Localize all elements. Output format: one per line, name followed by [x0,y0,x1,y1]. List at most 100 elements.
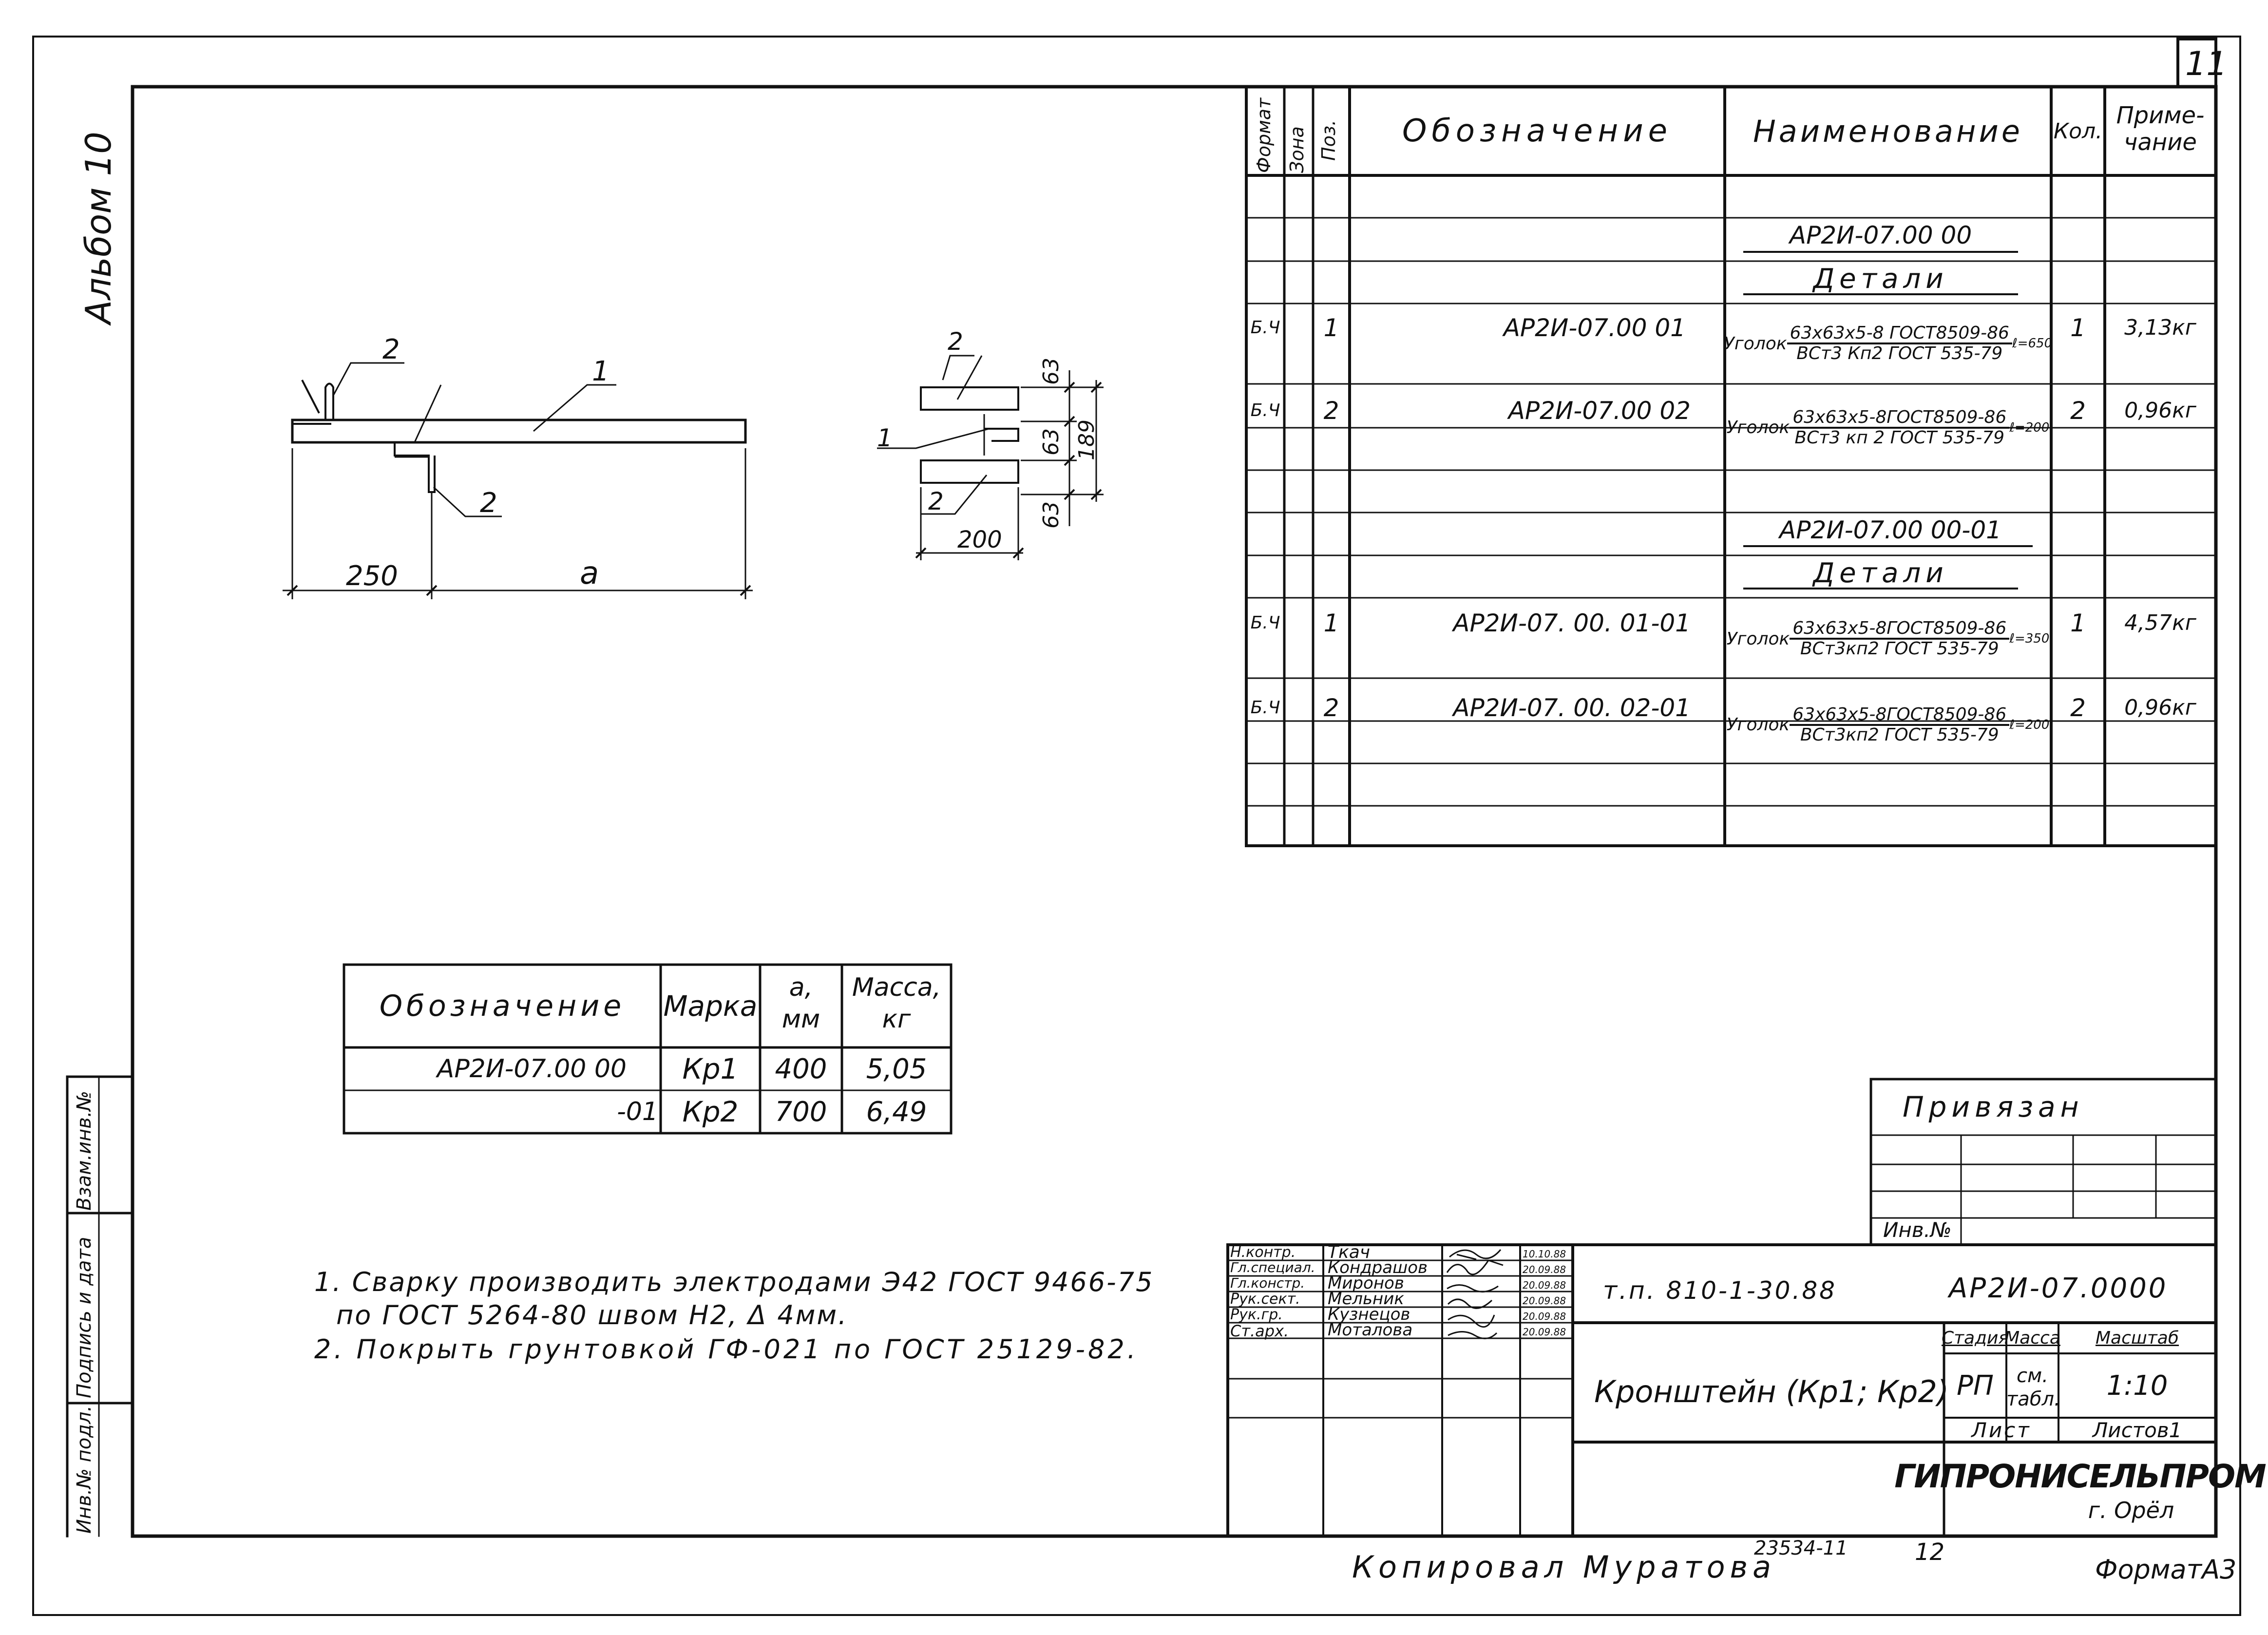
spec-row-pos: 2 [1323,396,1339,425]
side-callout-2-bottom: 2 [480,487,497,519]
tb-date: 20.09.88 [1523,1295,1566,1307]
tb-role: Н.контр. [1230,1244,1296,1261]
dim-a: a [580,555,599,591]
tb-project: т.п. 810-1-30.88 [1603,1276,1837,1305]
tb-sheets-label: Листов1 [2092,1418,2182,1442]
stamp-signature-date: Подпись и дата [73,1236,95,1398]
tb-role: Гл.специал. [1230,1259,1315,1275]
spec-row-designation: АР2И-07.00 01 [1503,313,1686,342]
tb-sheet-label: Лист [1971,1418,2031,1442]
tb-scale: 1:10 [2106,1369,2168,1402]
section-callout-1: 1 [877,424,893,452]
spec-row-qty: 2 [2070,693,2086,722]
variants-row-designation: АР2И-07.00 00 [437,1054,627,1084]
binding-title: Привязан [1903,1090,2084,1123]
spec-section-subtitle-1: Детали [1813,263,1948,295]
spec-section-title-1: АР2И-07.00 00 [1789,221,1972,249]
tb-date: 10.10.88 [1523,1248,1566,1260]
tb-col-mass: Масса [2004,1328,2060,1348]
tb-date: 20.09.88 [1523,1264,1566,1275]
dim-250: 250 [346,560,398,592]
tb-role: Ст.арх. [1230,1322,1289,1340]
tb-title: Кронштейн (Кр1; Кр2) [1594,1374,1949,1409]
note-line-3: 2. Покрыть грунтовкой ГФ-021 по ГОСТ 251… [314,1334,1139,1365]
spec-row-pos: 2 [1323,693,1339,722]
binding-inv-label: Инв.№ [1883,1218,1952,1242]
tb-name: Ткач [1328,1242,1371,1262]
spec-row-format: Б.Ч [1250,698,1280,718]
spec-header-name: Наименование [1753,113,2023,149]
spec-section-title-2: АР2И-07.00 00-01 [1779,516,2001,544]
tb-role: Рук.сект. [1230,1291,1300,1308]
spec-row-designation: АР2И-07. 00. 01-01 [1453,608,1691,637]
spec-header-note: Приме- чание [2116,102,2205,156]
spec-row-qty: 1 [2070,313,2086,342]
tb-role: Гл.констр. [1230,1275,1305,1291]
side-callout-1: 1 [592,356,610,387]
section-view [877,355,1104,560]
spec-header-designation: Обозначение [1402,113,1673,149]
spec-header-pos: Поз. [1318,119,1339,161]
dim-63-top: 63 [1039,358,1064,385]
side-view [283,362,753,599]
variants-header-mass: Масса, кг [852,973,941,1034]
signatures [1446,1249,1504,1339]
variants-row-designation: -01 [617,1097,658,1126]
tb-org: ГИПРОНИСЕЛЬПРОМ [1894,1457,2267,1495]
spec-row-format: Б.Ч [1250,318,1280,338]
dim-63-mid: 63 [1039,428,1064,456]
footer-format: ФорматА3 [2095,1554,2237,1585]
spec-header-qty: Кол. [2053,118,2103,144]
tb-date: 20.09.88 [1523,1279,1566,1291]
spec-row-note: 0,96кг [2124,398,2196,423]
spec-row-qty: 2 [2070,396,2086,425]
variants-row-mass: 6,49 [866,1096,927,1128]
tb-name: Кузнецов [1328,1305,1410,1324]
variants-row-mark: Кр2 [682,1095,739,1128]
tb-name: Миронов [1328,1274,1404,1293]
tb-stage: РП [1957,1369,1994,1402]
spec-section-subtitle-2: Детали [1813,557,1948,589]
note-line-2: по ГОСТ 5264-80 швом Н2, Δ 4мм. [336,1300,848,1331]
tb-city: г. Орёл [2088,1497,2174,1523]
variants-row-a: 400 [775,1053,827,1085]
dim-200: 200 [957,526,1002,553]
spec-row-designation: АР2И-07. 00. 02-01 [1453,693,1691,722]
spec-row-format: Б.Ч [1250,400,1280,420]
variants-row-mark: Кр1 [682,1052,739,1085]
variants-header-a: а, мм [781,973,820,1034]
spec-row-note: 3,13кг [2124,315,2196,340]
tb-date: 20.09.88 [1523,1311,1566,1322]
spec-row-qty: 1 [2070,608,2086,637]
note-line-1: 1. Сварку производить электродами Э42 ГО… [314,1267,1154,1297]
album-label: Альбом 10 [78,132,119,324]
footer-num: 12 [1915,1539,1945,1566]
dim-189: 189 [1074,419,1099,460]
tb-role: Рук.гр. [1230,1306,1283,1323]
stamp-replace-inv: Взам.инв.№ [73,1090,95,1211]
tb-date: 20.09.88 [1523,1326,1566,1338]
spec-header-format: Формат [1253,97,1275,173]
variants-row-mass: 5,05 [866,1053,927,1085]
footer-order: 23534-11 [1754,1537,1848,1559]
variants-header-mark: Марка [663,989,758,1023]
sheet-number: 11 [2185,45,2228,83]
tb-col-scale: Масштаб [2095,1328,2179,1348]
spec-row-note: 0,96кг [2124,695,2196,720]
tb-code: АР2И-07.0000 [1949,1273,2168,1304]
stamp-inv-original: Инв.№ подл. [73,1405,95,1534]
variants-header-designation: Обозначение [379,989,626,1023]
dim-63-bottom: 63 [1039,501,1064,529]
section-callout-2-bottom: 2 [928,487,944,515]
tb-name: Мельник [1328,1289,1404,1309]
variants-row-a: 700 [775,1096,827,1128]
spec-header-zone: Зона [1286,126,1308,173]
tb-name: Моталова [1328,1320,1413,1340]
tb-name: Кондрашов [1328,1258,1428,1277]
tb-col-stage: Стадия [1941,1328,2009,1348]
